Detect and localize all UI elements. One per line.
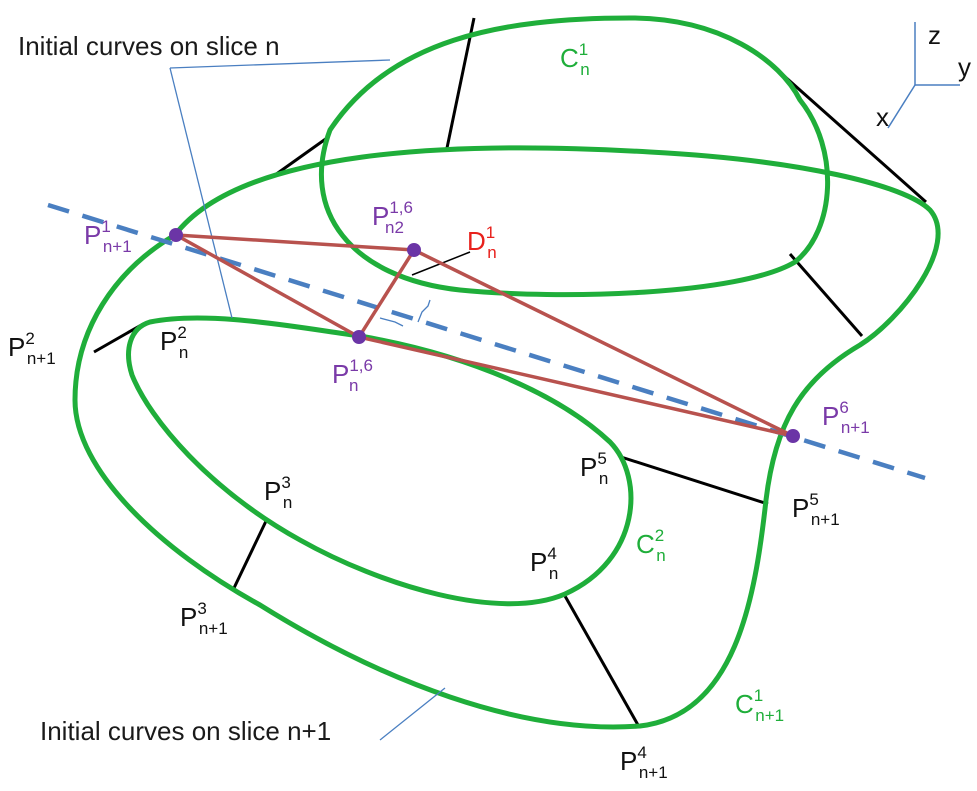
caption-slice-n1: Initial curves on slice n+1 bbox=[40, 716, 331, 746]
caption-slice-n: Initial curves on slice n bbox=[18, 31, 280, 61]
point-P6n1 bbox=[786, 429, 800, 443]
axis-x-label: x bbox=[876, 102, 889, 132]
point-P16n2 bbox=[407, 243, 421, 257]
connector-right-top bbox=[773, 65, 927, 204]
axes-icon bbox=[887, 22, 960, 129]
axis-y-label: y bbox=[958, 52, 971, 82]
leader-lines bbox=[169, 59, 446, 741]
curve-C1n1 bbox=[72, 145, 941, 730]
triangle bbox=[175, 233, 794, 438]
connector-P4 bbox=[563, 595, 640, 726]
curve-C1n bbox=[318, 15, 830, 298]
point-P16n bbox=[352, 330, 366, 344]
connector-left-top bbox=[274, 136, 328, 177]
point-P1n1 bbox=[169, 228, 183, 242]
correspondence-lines bbox=[93, 17, 927, 726]
connector-top bbox=[445, 17, 476, 149]
connector-P3 bbox=[232, 518, 269, 589]
axis-z-label: z bbox=[928, 20, 941, 50]
connector-right-mid bbox=[788, 253, 864, 337]
connector-P5 bbox=[620, 455, 769, 506]
